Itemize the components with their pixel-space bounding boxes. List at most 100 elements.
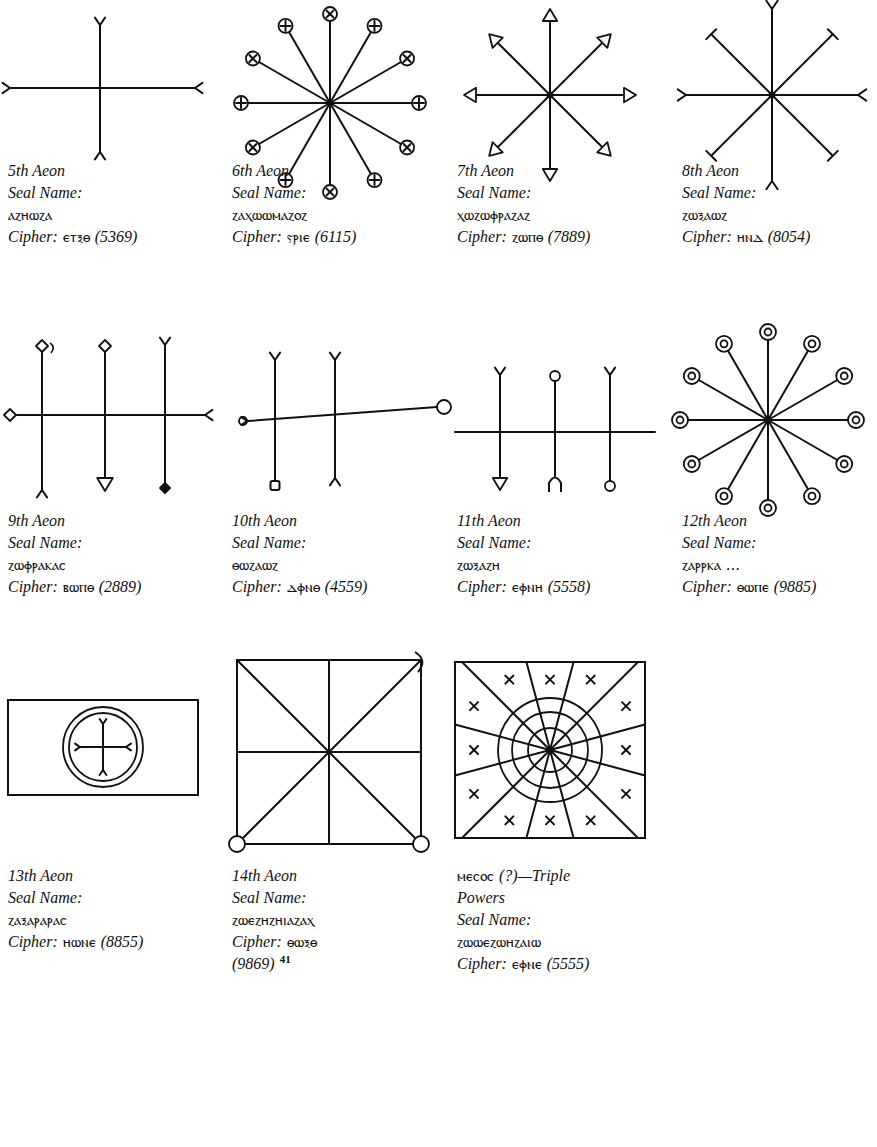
seal-circle: [528, 728, 572, 772]
seal-arc: [415, 652, 422, 672]
seal-line: [330, 103, 371, 174]
caption-text: Cipher:: [682, 228, 732, 245]
seal-circle: [765, 505, 772, 512]
seal-circle: [721, 340, 728, 347]
seal-shape: [543, 169, 557, 181]
seal-triple-powers: [455, 662, 645, 838]
seal-line: [16, 414, 205, 416]
seal-line: [699, 420, 768, 460]
coptic-text: ⲭⲱⲍⲱⲫⲣⲁⲍⲁⲍ: [457, 206, 530, 224]
seal-caption: 10th AeonSeal Name:ⲑⲱⲍⲁⲱⲍCipher:ⲇⲫⲛⲑ(455…: [232, 510, 442, 598]
seal-line: [505, 816, 513, 824]
caption-text: 8th Aeon: [682, 162, 739, 179]
caption-text: Seal Name:: [8, 889, 82, 906]
caption-text: (5555): [547, 955, 590, 972]
seal-circle: [809, 340, 816, 347]
seal-line: [100, 18, 105, 25]
seal-circle: [279, 19, 293, 33]
seal-letter: ∝: [0, 728, 617, 748]
caption-line: Cipher:ⲋⲣⲓⲉ(6115): [232, 226, 442, 248]
seal-circle: [809, 493, 816, 500]
seal-circle: [760, 324, 776, 340]
seal-circle: [766, 418, 771, 423]
seal-caption: 5th AeonSeal Name:ⲁⲍⲏⲱⲍⲁCipher:ⲉⲧⲝⲑ(5369…: [8, 160, 218, 248]
seal-line: [550, 750, 638, 838]
caption-line: ⲍⲱⲝⲁⲍⲏ: [457, 554, 667, 576]
seal-line: [329, 21, 331, 103]
caption-text: (9885): [774, 578, 817, 595]
seal-caption: ⲙⲉⲥⲟⲥ(?)—Triple PowersSeal Name:ⲍⲱⲱⲉⲍⲱⲏⲍ…: [457, 865, 627, 975]
seal-line: [587, 816, 595, 824]
caption-line: ⲍⲁⲝⲁⲣⲁⲣⲁⲥ: [8, 909, 218, 931]
seal-line: [205, 410, 212, 415]
seal-arch: [549, 478, 561, 493]
caption-text: 7th Aeon: [457, 162, 514, 179]
caption-text: 10th Aeon: [232, 512, 297, 529]
seal-circle: [605, 481, 615, 491]
caption-line: ⲍⲱⲫⲣⲁⲕⲁⲥ: [8, 554, 218, 576]
seal-line: [330, 353, 335, 360]
seal-12: [672, 324, 864, 516]
seal-caption: 11th AeonSeal Name:ⲍⲱⲝⲁⲍⲏCipher:ⲉⲫⲛⲏ(555…: [457, 510, 667, 598]
seal-line: [334, 360, 336, 478]
seal-line: [828, 29, 838, 39]
caption-line: Cipher:ⲇⲫⲛⲑ(4559): [232, 576, 442, 598]
caption-text: 5th Aeon: [8, 162, 65, 179]
seal-circle: [400, 141, 414, 155]
seal-shape: [597, 142, 611, 156]
coptic-text: ⲍⲱⲝⲁⲱⲍ: [682, 206, 727, 224]
seal-line: [772, 1, 778, 9]
seal-line: [237, 660, 421, 844]
seal-line: [462, 750, 550, 838]
caption-line: ⲁⲍⲏⲱⲍⲁ: [8, 204, 218, 226]
caption-line: 14th Aeon: [232, 865, 442, 887]
caption-text: Cipher:: [457, 578, 507, 595]
caption-line: Cipher:ⲏⲱⲛⲉ(8855): [8, 931, 218, 953]
caption-text: (5369): [95, 228, 138, 245]
seal-line: [237, 751, 421, 753]
coptic-text: ⲇⲫⲛⲑ: [287, 578, 320, 596]
caption-line: Cipher:ⲉⲫⲛⲏ(5558): [457, 576, 667, 598]
caption-line: ⲍⲱⲝⲁⲱⲍ: [682, 204, 872, 226]
seal-line: [42, 490, 47, 497]
coptic-text: ⲉⲫⲛⲉ: [512, 955, 542, 973]
seal-line: [240, 98, 242, 108]
seal-circle: [841, 373, 848, 380]
seal-letter: ϵ: [0, 917, 745, 937]
seal-9: [4, 338, 212, 498]
caption-line: ⲍⲱⲱⲉⲍⲱⲏⲍⲁⲓⲱ: [457, 931, 627, 953]
seal-line: [768, 420, 808, 489]
coptic-text: ⲍⲁⲭⲱⲱⲙⲁⲍⲟⲍ: [232, 206, 307, 224]
caption-text: Cipher:: [232, 228, 282, 245]
seal-line: [772, 34, 833, 95]
seal-line: [275, 353, 280, 360]
seal-circle: [246, 141, 260, 155]
caption-line: 10th Aeon: [232, 510, 442, 532]
caption-text: (4559): [325, 578, 368, 595]
seal-line: [605, 368, 610, 375]
caption-line: ⲑⲱⲍⲁⲱⲍ: [232, 554, 442, 576]
seal-line: [237, 660, 421, 844]
seal-line: [550, 43, 602, 95]
seal-caption: 12th AeonSeal Name:ⲍⲁⲣⲣⲕⲁ ...Cipher:ⲑⲱⲡⲉ…: [682, 510, 872, 598]
seal-line: [499, 375, 501, 478]
seal-line: [126, 747, 131, 750]
seal-circle: [672, 412, 688, 428]
seal-13: [8, 700, 198, 795]
seal-line: [546, 816, 554, 824]
seal-line: [103, 719, 106, 724]
coptic-text: ⲏⲛⲇ: [737, 228, 763, 246]
seal-line: [587, 676, 595, 684]
caption-text: (5558): [548, 578, 591, 595]
seal-line: [249, 144, 256, 151]
seal-line: [404, 144, 411, 151]
caption-line: 9th Aeon: [8, 510, 218, 532]
seal-line: [498, 95, 550, 147]
seal-line: [706, 29, 716, 39]
seal-line: [505, 676, 513, 684]
seal-circle: [512, 712, 588, 788]
seal-circle: [688, 373, 695, 380]
seal-caption: 13th AeonSeal Name:ⲍⲁⲝⲁⲣⲁⲣⲁⲥCipher:ⲏⲱⲛⲉ(…: [8, 865, 218, 953]
seal-circle: [716, 336, 732, 352]
seal-line: [678, 95, 686, 101]
